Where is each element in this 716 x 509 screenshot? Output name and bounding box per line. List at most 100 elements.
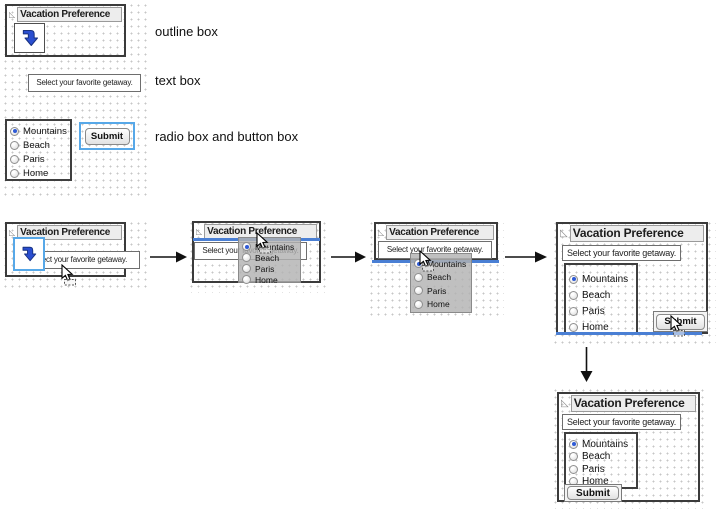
radio-button-icon [414, 286, 423, 296]
radio-button-icon [242, 275, 251, 284]
radio-option-label: Home [427, 299, 450, 310]
radio-button-icon[interactable] [569, 290, 578, 300]
step5-panel: ◺ Vacation Preference Select your favori… [550, 385, 707, 509]
radio-button-icon[interactable] [10, 154, 19, 164]
widget-header-label: Vacation Preference [569, 225, 704, 242]
radio-option[interactable]: Beach [569, 451, 636, 464]
submit-button[interactable]: Submit [656, 313, 705, 330]
arrow-widget-selected[interactable] [13, 237, 45, 271]
canvas-grid-top: ◺ Vacation Preference Select your favori… [0, 0, 148, 198]
outline-box-widget[interactable]: ◺ Vacation Preference Select your favori… [556, 222, 708, 334]
textbox-widget[interactable]: Select your favorite getaway. [562, 414, 681, 430]
button-selection-outline: Submit [79, 122, 135, 150]
radio-option: Home [414, 298, 471, 312]
radio-button-icon[interactable] [569, 452, 578, 462]
radio-option-label: Home [23, 167, 49, 179]
drag-cursor-icon [256, 232, 271, 254]
radio-button-icon [414, 299, 423, 309]
outline-box-widget[interactable]: ◺ Vacation Preference [5, 4, 126, 57]
radio-button-icon[interactable] [569, 306, 578, 316]
drop-indicator-line [556, 332, 702, 335]
radio-button-icon [242, 253, 251, 262]
radio-button-icon [414, 259, 423, 269]
radio-option[interactable]: Home [569, 319, 636, 335]
collapse-triangle-icon[interactable]: ◺ [561, 397, 569, 409]
widget-header[interactable]: ◺ Vacation Preference [558, 224, 706, 243]
radio-option-label: Mountains [255, 241, 295, 252]
radio-button-icon[interactable] [10, 140, 19, 150]
textbox-widget[interactable]: Select your favorite getaway. [28, 74, 141, 92]
radio-option: Beach [242, 252, 300, 263]
radio-option[interactable]: Home [10, 166, 70, 180]
collapse-triangle-icon[interactable]: ◺ [9, 9, 16, 19]
radio-option[interactable]: Paris [569, 463, 636, 476]
radio-group-widget[interactable]: Mountains Beach Paris Home [564, 263, 638, 334]
widget-header[interactable]: ◺ Vacation Preference [559, 394, 698, 413]
radio-group-widget[interactable]: Mountains Beach Paris Home [564, 432, 638, 489]
arrow-widget-box[interactable] [14, 23, 45, 53]
widget-header-label: Vacation Preference [17, 225, 122, 240]
radio-option-label: Paris [427, 285, 447, 296]
radio-button-icon[interactable] [569, 322, 578, 332]
radio-option: Home [242, 274, 300, 285]
radio-button-box-label: radio box and button box [155, 129, 299, 144]
radio-option-label: Paris [23, 153, 45, 165]
collapse-triangle-icon[interactable]: ◺ [9, 227, 16, 237]
drag-cursor-icon [61, 264, 76, 286]
radio-option-label: Paris [582, 463, 605, 475]
collapse-triangle-icon[interactable]: ◺ [560, 227, 568, 239]
flow-arrow-right-icon [150, 251, 187, 263]
radio-option[interactable]: Mountains [10, 124, 70, 138]
submit-button[interactable]: Submit [567, 486, 619, 500]
radio-group-widget[interactable]: Mountains Beach Paris Home [5, 119, 72, 181]
collapse-triangle-icon[interactable]: ◺ [378, 227, 385, 237]
outline-box-widget[interactable]: ◺ Vacation Preference Select your favori… [557, 392, 700, 502]
radio-option[interactable]: Paris [569, 303, 636, 319]
widget-header[interactable]: ◺ Vacation Preference [7, 224, 124, 241]
widget-header-label: Vacation Preference [17, 7, 122, 22]
drag-cursor-icon [419, 250, 434, 272]
radio-option: Mountains [242, 241, 300, 252]
step2-panel: ◺ Vacation Preference Select your favori… [186, 218, 328, 293]
widget-header-label: Vacation Preference [570, 395, 696, 412]
blue-down-arrow-icon [22, 246, 37, 262]
step1-panel: ◺ Vacation Preference Select your favori… [0, 218, 147, 288]
radio-button-icon[interactable] [569, 274, 578, 284]
radio-option[interactable]: Mountains [569, 271, 636, 287]
radio-option-label: Beach [427, 272, 452, 283]
radio-button-icon[interactable] [569, 439, 578, 449]
radio-option[interactable]: Beach [569, 287, 636, 303]
radio-option[interactable]: Paris [10, 152, 70, 166]
submit-button[interactable]: Submit [84, 127, 130, 145]
widget-header-label: Vacation Preference [386, 225, 494, 240]
radio-option-label: Paris [582, 305, 605, 317]
radio-option-label: Home [582, 321, 609, 333]
radio-option-label: Mountains [427, 258, 467, 269]
radio-button-icon[interactable] [569, 464, 578, 474]
radio-button-icon[interactable] [10, 168, 19, 178]
radio-option[interactable]: Beach [10, 138, 70, 152]
flow-arrow-right-icon [331, 251, 366, 263]
step4-panel: ◺ Vacation Preference Select your favori… [550, 218, 716, 345]
radio-option-label: Beach [582, 451, 611, 463]
radio-option-label: Beach [582, 289, 611, 301]
widget-header[interactable]: ◺ Vacation Preference [7, 6, 124, 23]
radio-option-label: Mountains [582, 438, 629, 450]
radio-button-icon [414, 272, 423, 282]
radio-option: Paris [242, 263, 300, 274]
radio-option[interactable]: Mountains [569, 438, 636, 451]
submit-widget[interactable]: Submit [564, 484, 622, 502]
radio-button-icon[interactable] [10, 126, 19, 136]
widget-header[interactable]: ◺ Vacation Preference [376, 224, 496, 241]
step3-panel: ◺ Vacation Preference Select your favori… [366, 218, 504, 318]
flow-arrow-down-icon [580, 347, 593, 382]
radio-option-label: Mountains [582, 273, 629, 285]
radio-button-icon [242, 242, 251, 251]
radio-option-label: Mountains [23, 125, 67, 137]
radio-option: Beach [414, 271, 471, 285]
drag-cursor-icon [670, 315, 685, 337]
radio-button-icon [242, 264, 251, 273]
collapse-triangle-icon[interactable]: ◺ [196, 226, 203, 236]
textbox-widget[interactable]: Select your favorite getaway. [562, 245, 681, 261]
